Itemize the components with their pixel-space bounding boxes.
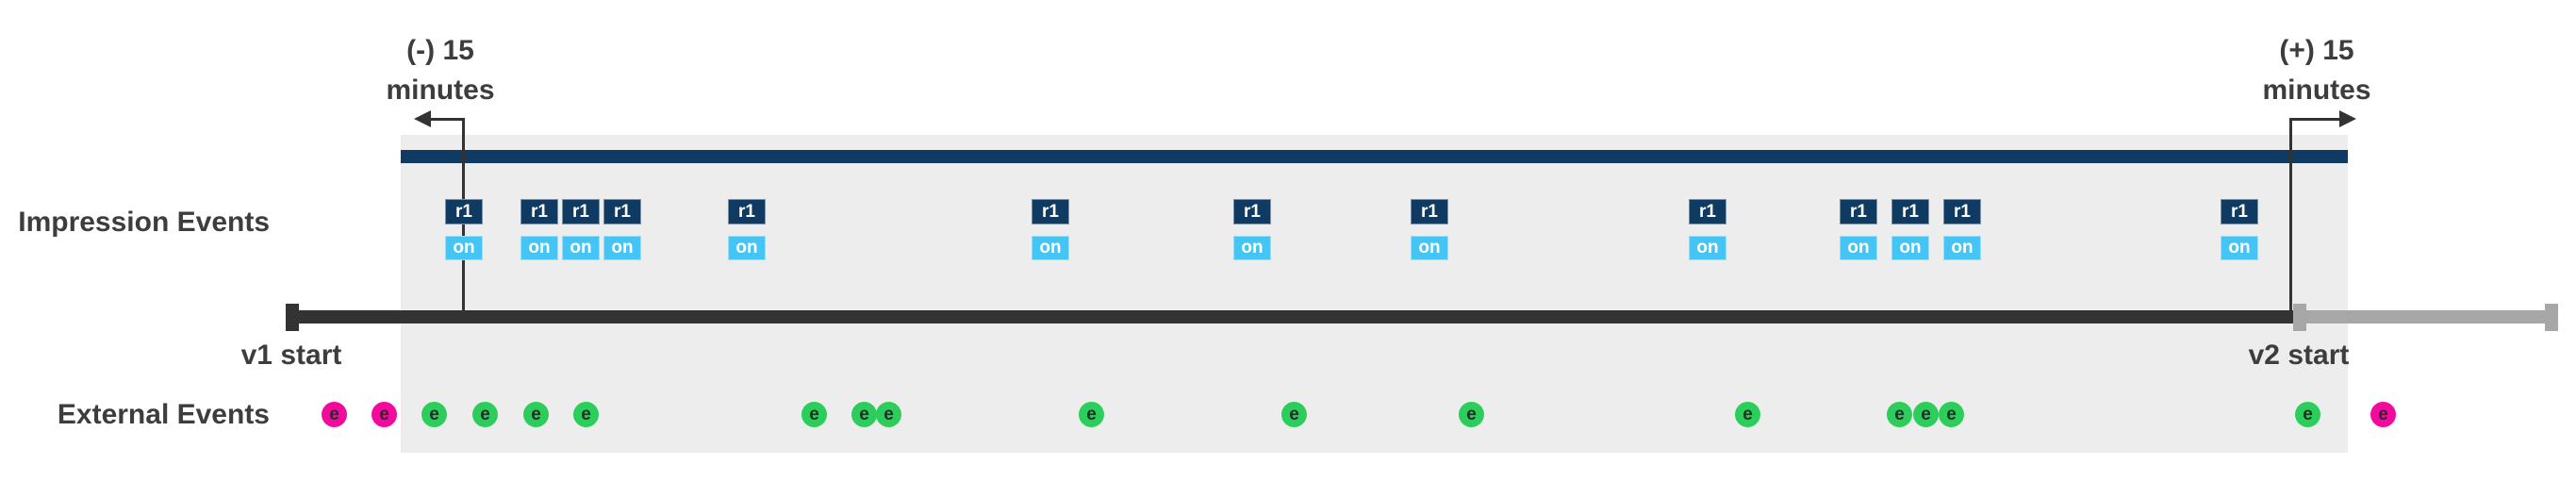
external-event-dot: e xyxy=(372,402,397,427)
v2-timeline-bar xyxy=(2293,310,2558,323)
impression-event-status: on xyxy=(1233,236,1271,260)
impression-event: r1 on xyxy=(562,199,600,260)
plus-15-line1: (+) 15 xyxy=(2279,35,2354,66)
external-event-dot: e xyxy=(876,402,901,427)
impression-event: r1 on xyxy=(1032,199,1069,260)
external-event-dot: e xyxy=(851,402,877,427)
external-event-dot: e xyxy=(523,402,549,427)
impression-event-box: r1 xyxy=(728,199,766,224)
external-event-dot: e xyxy=(573,402,599,427)
external-event-dot: e xyxy=(2295,402,2320,427)
impression-event-status: on xyxy=(1943,236,1981,260)
impression-event: r1 on xyxy=(1891,199,1929,260)
plus-15-minutes-label: (+) 15 minutes xyxy=(2222,31,2411,110)
arrow-right-icon xyxy=(2339,110,2356,127)
external-event-dot: e xyxy=(1735,402,1760,427)
external-event-dot: e xyxy=(1887,402,1912,427)
impression-event-status: on xyxy=(2221,236,2258,260)
impression-event-box: r1 xyxy=(1233,199,1271,224)
campaign-bar xyxy=(401,150,2348,163)
plus-15-vertical-line xyxy=(2289,118,2292,316)
impression-event: r1 on xyxy=(1943,199,1981,260)
impression-event-status: on xyxy=(1840,236,1877,260)
minus-15-line2: minutes xyxy=(386,75,495,106)
impression-event: r1 on xyxy=(1689,199,1726,260)
impression-event-box: r1 xyxy=(520,199,558,224)
arrow-left-icon xyxy=(414,110,431,127)
v1-timeline-bar xyxy=(288,310,2293,323)
impression-event-status: on xyxy=(1032,236,1069,260)
v1-start-tick xyxy=(286,304,299,331)
external-event-dot: e xyxy=(322,402,347,427)
impression-event: r1 on xyxy=(445,199,483,260)
external-events-label: External Events xyxy=(57,399,270,430)
v1-start-label: v1 start xyxy=(240,340,342,371)
impression-event-status: on xyxy=(445,236,483,260)
impression-event-box: r1 xyxy=(562,199,600,224)
timeline-end-tick xyxy=(2545,304,2558,331)
impression-event-status: on xyxy=(1411,236,1448,260)
impression-event-box: r1 xyxy=(1840,199,1877,224)
impression-event-status: on xyxy=(1689,236,1726,260)
impression-event-box: r1 xyxy=(603,199,641,224)
impression-event-box: r1 xyxy=(1891,199,1929,224)
external-event-dot: e xyxy=(1939,402,1964,427)
impression-event-status: on xyxy=(1891,236,1929,260)
v2-start-label: v2 start xyxy=(2248,340,2350,371)
external-event-dot: e xyxy=(1281,402,1307,427)
impression-event: r1 on xyxy=(2221,199,2258,260)
external-event-dot: e xyxy=(2370,402,2396,427)
external-event-dot: e xyxy=(1459,402,1484,427)
external-event-dot: e xyxy=(801,402,827,427)
impression-event-status: on xyxy=(520,236,558,260)
impression-event-box: r1 xyxy=(2221,199,2258,224)
impression-event-status: on xyxy=(603,236,641,260)
external-event-dot: e xyxy=(421,402,447,427)
impression-event-status: on xyxy=(728,236,766,260)
event-window-panel xyxy=(401,135,2348,453)
impression-event-box: r1 xyxy=(1411,199,1448,224)
impression-event-box: r1 xyxy=(445,199,483,224)
impression-event-box: r1 xyxy=(1689,199,1726,224)
plus-15-line2: minutes xyxy=(2262,75,2371,106)
minus-15-minutes-label: (-) 15 minutes xyxy=(346,31,535,110)
impression-event: r1 on xyxy=(728,199,766,260)
minus-15-line1: (-) 15 xyxy=(406,35,474,66)
external-event-dot: e xyxy=(1079,402,1104,427)
impression-event: r1 on xyxy=(1411,199,1448,260)
impression-event: r1 on xyxy=(603,199,641,260)
plus-15-arrow-line xyxy=(2291,118,2340,121)
v2-start-tick xyxy=(2293,304,2306,331)
impression-event: r1 on xyxy=(1840,199,1877,260)
impression-events-label: Impression Events xyxy=(18,207,270,238)
external-event-dot: e xyxy=(472,402,498,427)
minus-15-arrow-line xyxy=(429,118,464,121)
impression-event-box: r1 xyxy=(1032,199,1069,224)
impression-event-status: on xyxy=(562,236,600,260)
impression-event-box: r1 xyxy=(1943,199,1981,224)
external-event-dot: e xyxy=(1913,402,1939,427)
impression-event: r1 on xyxy=(1233,199,1271,260)
impression-event: r1 on xyxy=(520,199,558,260)
